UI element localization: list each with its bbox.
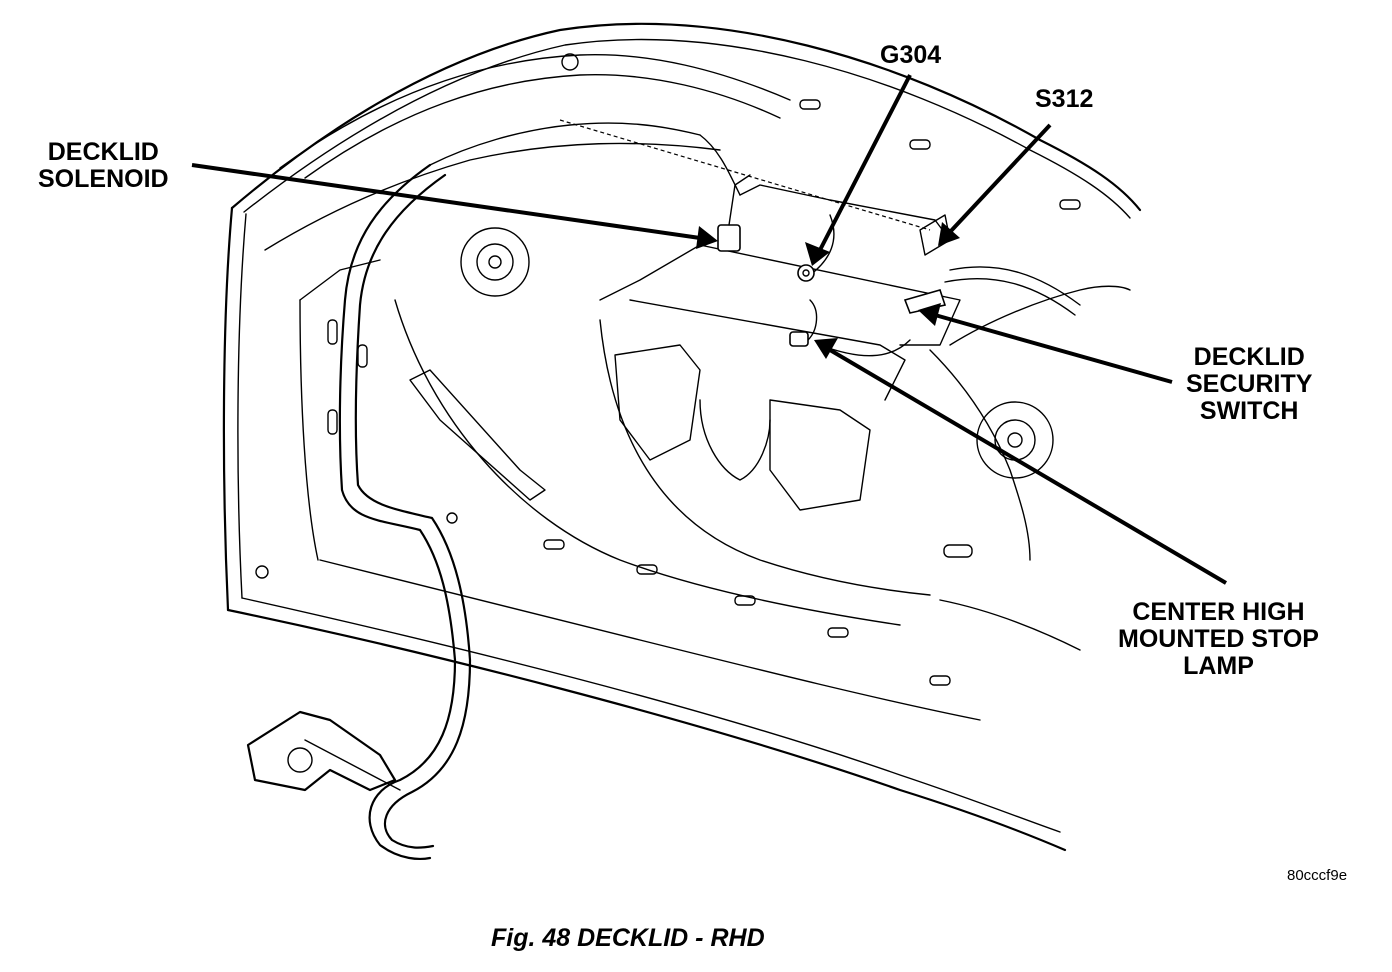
label-center-high-mounted-stop-lamp: CENTER HIGH MOUNTED STOP LAMP	[1118, 599, 1319, 680]
label-security-switch-line-3: SWITCH	[1199, 397, 1299, 425]
label-stop-lamp-line-2: MOUNTED STOP	[1118, 625, 1319, 653]
label-s312: S312	[1035, 85, 1094, 113]
decklid-inner-panel	[264, 142, 1131, 721]
label-decklid-solenoid-line-2: SOLENOID	[38, 165, 169, 193]
panel-slots	[327, 99, 1081, 686]
figure-caption: Fig. 48 DECKLID - RHD	[491, 924, 765, 952]
leader-decklid-solenoid	[191, 163, 718, 249]
g304-ground-part	[797, 264, 815, 282]
stop-lamp-connector-part	[789, 331, 809, 347]
label-security-switch-line-2: SECURITY	[1186, 370, 1313, 398]
label-security-switch-line-1: DECKLID	[1193, 343, 1305, 371]
label-stop-lamp-line-1: CENTER HIGH	[1132, 598, 1305, 626]
reference-code: 80cccf9e	[1287, 867, 1348, 884]
leader-stop-lamp	[814, 338, 1228, 585]
label-stop-lamp-line-3: LAMP	[1183, 652, 1254, 680]
hinge	[246, 710, 401, 792]
label-decklid-solenoid-line-1: DECKLID	[47, 138, 159, 166]
leader-s312	[938, 123, 1052, 246]
label-g304: G304	[880, 41, 942, 69]
decklid-outer-panel	[222, 22, 1142, 852]
leader-g304	[805, 74, 912, 266]
leader-security-switch	[918, 303, 1173, 384]
label-decklid-security-switch: DECKLID SECURITY SWITCH	[1186, 344, 1312, 425]
wire-harness	[338, 119, 1081, 861]
label-decklid-solenoid: DECKLID SOLENOID	[38, 139, 169, 193]
decklid-solenoid-part	[717, 174, 751, 252]
